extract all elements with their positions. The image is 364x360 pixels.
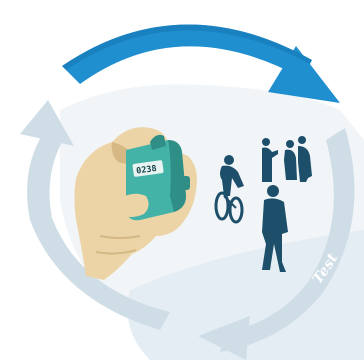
refine-label: Refine [16,223,36,281]
thumb [118,193,149,217]
counter-display [132,160,164,177]
walker-icon [262,185,288,272]
refine-arrow: Refine [16,100,170,330]
counter-value: 0238 [136,164,158,177]
cyclist-icon [214,155,244,224]
group-icon [262,136,312,182]
counter-reset-knob [176,176,190,190]
